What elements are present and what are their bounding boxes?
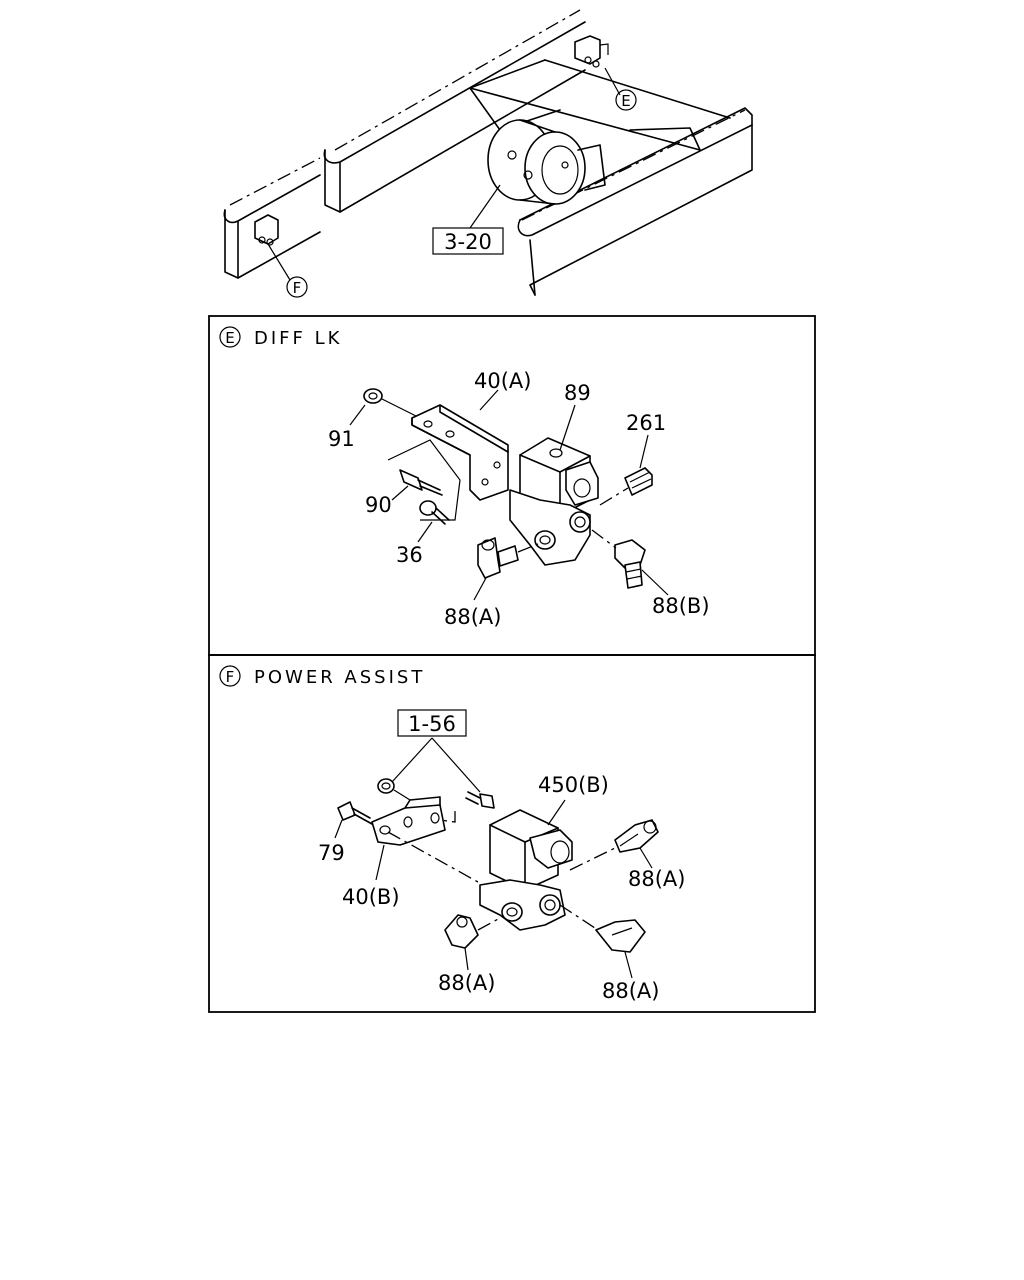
panel-e-title: DIFF LK bbox=[254, 328, 342, 349]
label-90: 90 bbox=[365, 493, 392, 517]
ref-box-1-56 bbox=[397, 709, 467, 737]
panel-f-marker: F bbox=[226, 668, 235, 686]
callout-f-circle bbox=[286, 276, 308, 298]
fitting-88a-bottom-right bbox=[595, 919, 646, 953]
ref-box-1-56-label: 1-56 bbox=[408, 712, 456, 736]
bolt-90 bbox=[399, 469, 443, 496]
bracket-40b bbox=[371, 796, 446, 846]
label-88b-e: 88(B) bbox=[652, 594, 710, 618]
label-40a: 40(A) bbox=[474, 369, 531, 393]
label-40b: 40(B) bbox=[342, 885, 400, 909]
bolt-36 bbox=[419, 500, 450, 525]
valve-e-location bbox=[574, 35, 609, 68]
bolt-79 bbox=[337, 801, 373, 825]
label-450b: 450(B) bbox=[538, 773, 609, 797]
ref-box-3-20-label: 3-20 bbox=[444, 230, 492, 254]
callout-e-text: E bbox=[621, 92, 630, 110]
panel-f-title: POWER ASSIST bbox=[254, 667, 425, 688]
nut-f bbox=[377, 778, 395, 794]
panel-f-frame bbox=[208, 654, 816, 1013]
bolt-f-top bbox=[465, 791, 495, 809]
fitting-88b-right bbox=[614, 539, 646, 589]
panel-f-power-assist: F POWER ASSIST 1-56 79 bbox=[208, 654, 816, 1013]
label-88a-f-bottom-right: 88(A) bbox=[602, 979, 659, 1003]
fitting-261 bbox=[624, 467, 653, 496]
callout-f-text: F bbox=[293, 279, 302, 297]
label-36: 36 bbox=[396, 543, 423, 567]
nut-91 bbox=[363, 388, 383, 404]
ref-box-3-20 bbox=[432, 227, 504, 255]
label-91: 91 bbox=[328, 427, 355, 451]
label-88a-e: 88(A) bbox=[444, 605, 501, 629]
bracket-40a bbox=[411, 404, 509, 501]
callout-e-circle bbox=[615, 89, 637, 111]
label-88a-f-bottom-left: 88(A) bbox=[438, 971, 495, 995]
label-261: 261 bbox=[626, 411, 666, 435]
fitting-88a-top-right bbox=[614, 819, 659, 853]
panel-e-marker-circle bbox=[219, 326, 241, 348]
panel-f-marker-circle bbox=[219, 665, 241, 687]
chassis-overview: E F 3-20 bbox=[223, 9, 753, 298]
fitting-88a-left bbox=[477, 537, 519, 579]
label-79: 79 bbox=[318, 841, 345, 865]
panel-e-frame bbox=[208, 315, 816, 656]
label-89: 89 bbox=[564, 381, 591, 405]
panel-e-marker: E bbox=[225, 329, 234, 347]
solenoid-valve-450b bbox=[479, 809, 573, 931]
label-88a-f-top: 88(A) bbox=[628, 867, 685, 891]
solenoid-valve-89 bbox=[509, 437, 599, 566]
valve-f-location bbox=[254, 214, 279, 246]
fitting-88a-bottom-left bbox=[444, 914, 479, 949]
panel-e-diff-lk: E DIFF LK 91 40(A) 90 bbox=[208, 315, 816, 656]
